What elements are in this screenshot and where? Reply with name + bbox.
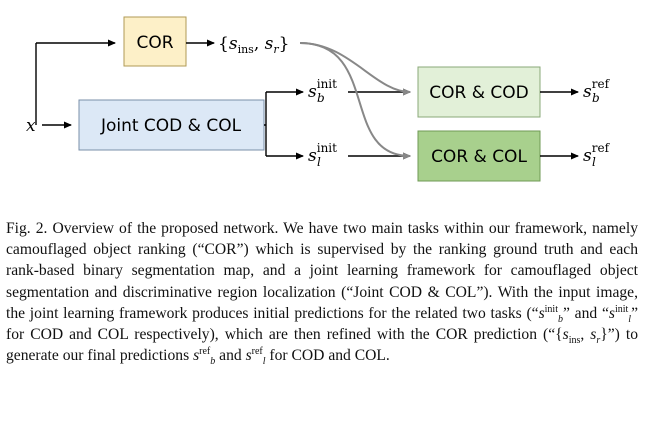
cor-to-cor-col-curve xyxy=(299,42,411,160)
cor-box-label: COR xyxy=(136,33,173,53)
cor-output-label: {sins, sr} xyxy=(218,34,289,56)
figure-caption: Fig. 2. Overview of the proposed network… xyxy=(6,218,639,368)
joint-split-line xyxy=(264,92,267,156)
joint-cod-col-box: Joint COD & COL xyxy=(78,99,265,151)
input-label: x xyxy=(26,116,36,136)
cor-col-box-label: COR & COL xyxy=(431,147,527,167)
cor-col-box: COR & COL xyxy=(417,130,541,182)
joint-box-label: Joint COD & COL xyxy=(100,116,242,136)
caption-text: Fig. 2. Overview of the proposed network… xyxy=(6,220,639,368)
cor-cod-box: COR & COD xyxy=(417,66,541,118)
cor-cod-box-label: COR & COD xyxy=(429,83,528,103)
cor-box: COR xyxy=(123,16,187,67)
